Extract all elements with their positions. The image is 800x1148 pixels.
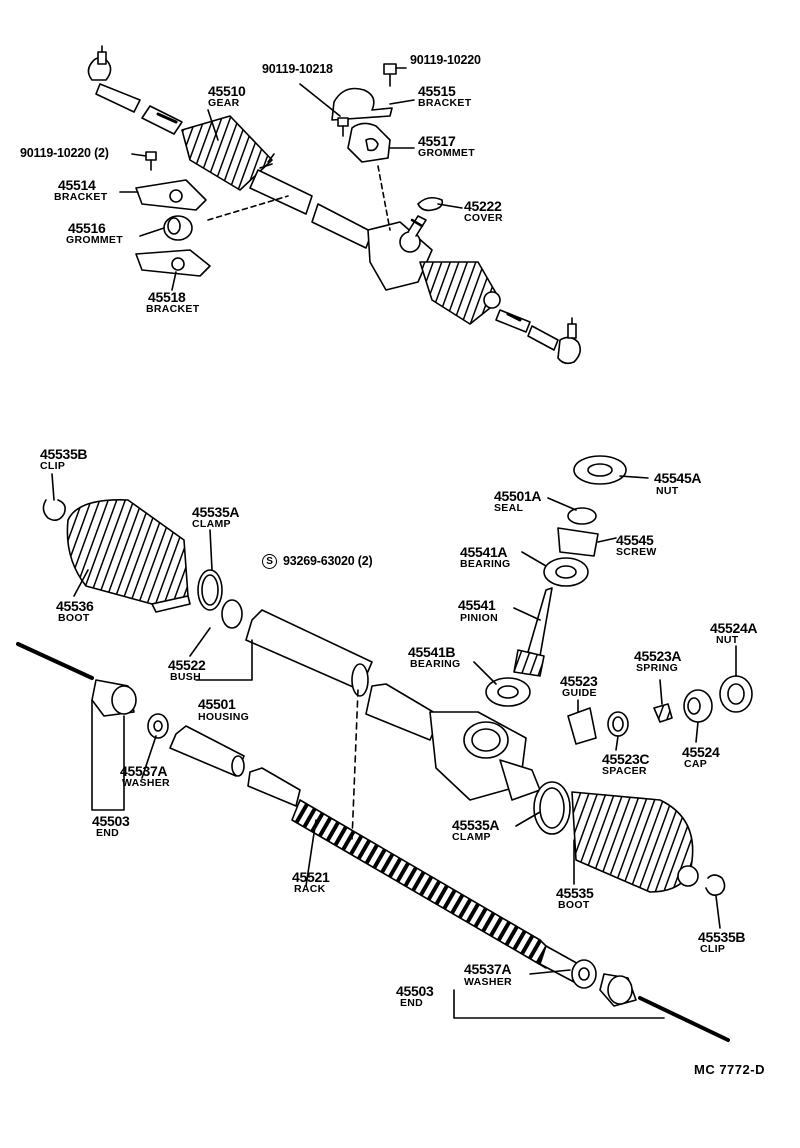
screw-45545-name: SCREW xyxy=(616,546,657,558)
washer-right-name: WASHER xyxy=(464,976,512,988)
end-left-number: 45503 xyxy=(92,813,130,829)
spacer-45523c-name: SPACER xyxy=(602,765,647,777)
bolt-c-number: 90119-10220 (2) xyxy=(20,146,109,160)
gear-assembly xyxy=(87,45,582,365)
seal-45501a-number: 45501A xyxy=(494,488,542,504)
cap-45524-number: 45524 xyxy=(682,744,720,760)
sealant-callout: S 93269-63020 (2) xyxy=(262,553,373,569)
rack-45521-name: RACK xyxy=(294,883,326,895)
bush-45522-name: BUSH xyxy=(170,671,201,683)
end-right-number: 45503 xyxy=(396,983,434,999)
guide-45523-name: GUIDE xyxy=(562,687,597,699)
nut-45524a-number: 45524A xyxy=(710,620,758,636)
clamp-45535a-upper-number: 45535A xyxy=(192,504,240,520)
boot-45535-name: BOOT xyxy=(558,899,590,911)
cover-45222-name: COVER xyxy=(464,212,503,224)
bracket-45514-name: BRACKET xyxy=(54,191,108,203)
washer-right-number: 45537A xyxy=(464,961,512,977)
bearing-45541b-number: 45541B xyxy=(408,644,456,660)
boot-45536-name: BOOT xyxy=(58,612,90,624)
end-right-name: END xyxy=(400,997,424,1009)
housing-45501-number: 45501 xyxy=(198,696,236,712)
bracket-45515-name: BRACKET xyxy=(418,97,472,109)
clip-45535b-right-number: 45535B xyxy=(698,929,746,945)
sealant-symbol: S xyxy=(262,554,277,569)
rack-45521-number: 45521 xyxy=(292,869,330,885)
pinion-45541-name: PINION xyxy=(460,612,498,624)
seal-45501a-name: SEAL xyxy=(494,502,524,514)
clip-45535b-left-name: CLIP xyxy=(40,460,66,472)
pinion-45541-number: 45541 xyxy=(458,597,496,613)
bracket-45518-name: BRACKET xyxy=(146,303,200,315)
washer-left-number: 45537A xyxy=(120,763,168,779)
bracket-45515-number: 45515 xyxy=(418,83,456,99)
gear-name: GEAR xyxy=(208,97,240,109)
bearing-45541b-name: BEARING xyxy=(410,658,461,670)
nut-45545a-name: NUT xyxy=(656,485,679,497)
grommet-45517-number: 45517 xyxy=(418,133,456,149)
bearing-45541a-number: 45541A xyxy=(460,544,508,560)
bracket-45514-number: 45514 xyxy=(58,177,96,193)
washer-left-name: WASHER xyxy=(122,777,170,789)
rack-assembly xyxy=(16,455,753,1042)
guide-45523-number: 45523 xyxy=(560,673,598,689)
cover-45222-number: 45222 xyxy=(464,198,502,214)
sealant-number: 93269-63020 (2) xyxy=(283,553,373,568)
bolt-a-number: 90119-10218 xyxy=(262,62,333,76)
bolt-b-number: 90119-10220 xyxy=(410,53,481,67)
bracket-45518-number: 45518 xyxy=(148,289,186,305)
spring-45523a-number: 45523A xyxy=(634,648,682,664)
clamp-45535a-upper-name: CLAMP xyxy=(192,518,231,530)
boot-45535-number: 45535 xyxy=(556,885,594,901)
nut-45524a-name: NUT xyxy=(716,634,739,646)
clamp-45535a-lower-name: CLAMP xyxy=(452,831,491,843)
end-left-name: END xyxy=(96,827,120,839)
spacer-45523c-number: 45523C xyxy=(602,751,650,767)
clip-45535b-right-name: CLIP xyxy=(700,943,726,955)
grommet-45516-name: GROMMET xyxy=(66,234,123,246)
nut-45545a-number: 45545A xyxy=(654,470,702,486)
gear-number: 45510 xyxy=(208,83,246,99)
boot-45536-number: 45536 xyxy=(56,598,94,614)
clip-45535b-left-number: 45535B xyxy=(40,446,88,462)
bush-45522-number: 45522 xyxy=(168,657,206,673)
grommet-45516-number: 45516 xyxy=(68,220,106,236)
clamp-45535a-lower-number: 45535A xyxy=(452,817,500,833)
screw-45545-number: 45545 xyxy=(616,532,654,548)
bearing-45541a-name: BEARING xyxy=(460,558,511,570)
grommet-45517-name: GROMMET xyxy=(418,147,475,159)
housing-45501-name: HOUSING xyxy=(198,711,250,723)
figure-code: MC 7772-D xyxy=(694,1062,765,1077)
spring-45523a-name: SPRING xyxy=(636,662,679,674)
cap-45524-name: CAP xyxy=(684,758,708,770)
